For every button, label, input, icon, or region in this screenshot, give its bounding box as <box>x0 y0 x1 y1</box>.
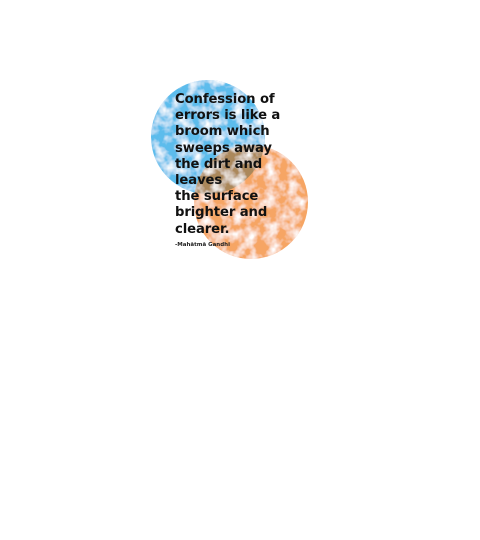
quote-line: the surface <box>175 189 259 205</box>
quote-line: broom which <box>175 124 270 140</box>
quote-line: leaves <box>175 173 223 189</box>
watercolor-circles-graphic <box>151 80 308 259</box>
quote-attribution: -Mahātmā Gandhi <box>175 241 230 248</box>
overlap-region <box>194 145 265 194</box>
quote-text-block: Confession of errors is like a broom whi… <box>175 92 295 249</box>
quote-line: sweeps away <box>175 140 272 156</box>
quote-line: errors is like a <box>175 108 281 124</box>
quote-artwork <box>145 75 320 270</box>
quote-line: the dirt and <box>175 156 263 172</box>
quote-line: brighter and <box>175 205 268 221</box>
quote-line: clearer. <box>175 221 230 237</box>
quote-line: Confession of <box>175 92 275 107</box>
